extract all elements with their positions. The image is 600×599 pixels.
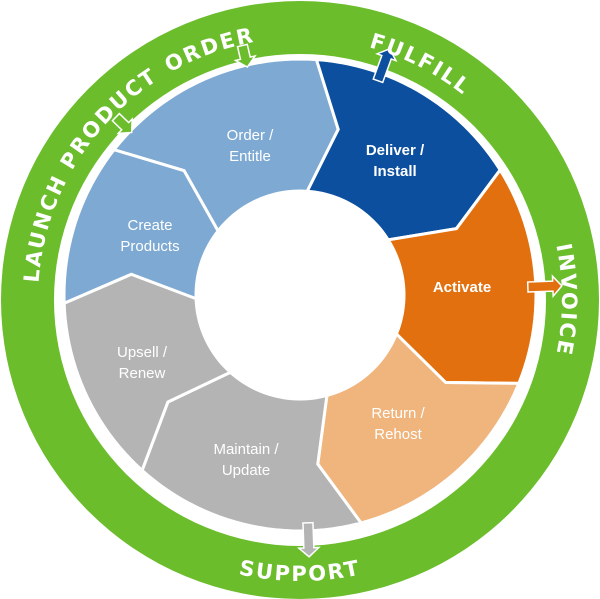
launch-arrow-icon [111, 112, 133, 135]
fulfill-arrow-icon [372, 47, 398, 84]
segments-group [62, 57, 538, 533]
segment-label-return-rehost: Rehost [374, 426, 422, 443]
invoice-arrow-icon [526, 274, 563, 299]
segment-label-deliver-install: Install [373, 163, 416, 180]
center-hole [196, 191, 404, 399]
segment-label-upsell-renew: Renew [119, 365, 166, 382]
segment-label-order-entitle: Entitle [229, 148, 271, 165]
segment-label-upsell-renew: Upsell / [117, 344, 168, 361]
segment-label-order-entitle: Order / [227, 127, 275, 144]
segment-label-create-products: Products [120, 238, 179, 255]
segment-label-maintain-update: Update [222, 462, 270, 479]
support-arrow-icon [296, 521, 321, 558]
order-arrow-icon [233, 43, 257, 68]
segment-label-activate: Activate [433, 279, 491, 296]
segment-label-maintain-update: Maintain / [213, 441, 279, 458]
arrows-group [111, 43, 563, 558]
segment-label-deliver-install: Deliver / [366, 142, 425, 159]
segment-label-create-products: Create [127, 217, 172, 234]
segment-label-return-rehost: Return / [371, 405, 425, 422]
